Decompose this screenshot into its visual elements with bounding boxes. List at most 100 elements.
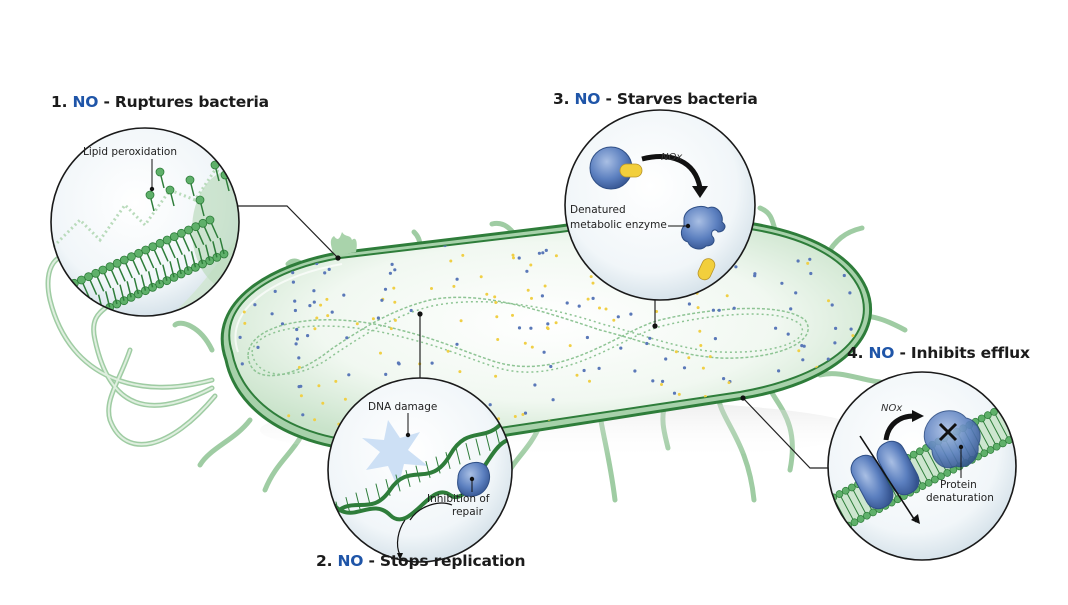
cytoplasm-particle [682,366,687,370]
cytoplasm-particle [496,338,500,341]
cytoplasm-particle [376,316,380,320]
cytoplasm-particle [554,321,558,325]
cytoplasm-particle [698,329,702,333]
lipid-head [195,195,205,205]
cytoplasm-particle [674,350,678,354]
cytoplasm-particle [317,384,321,388]
cytoplasm-particle [648,336,652,340]
cytoplasm-particle [780,281,784,285]
separator: - [605,90,612,108]
cytoplasm-particle [455,342,459,346]
cytoplasm-particle [661,379,665,383]
cytoplasm-particle [597,366,601,370]
cytoplasm-particle [458,370,462,374]
cytoplasm-particle [488,403,492,407]
mechanism-effect: Starves bacteria [616,90,758,108]
efflux-pump-icon [850,410,981,510]
cytoplasm-particle [722,377,726,381]
cytoplasm-particle [796,259,800,263]
cytoplasm-particle [461,253,465,257]
cytoplasm-particle [616,315,620,319]
cytoplasm-particle [390,262,394,266]
cytoplasm-particle [543,284,547,288]
cytoplasm-particle [513,415,517,418]
cytoplasm-particle [645,341,649,346]
cytoplasm-particle [651,379,655,383]
lipid-head [83,312,93,316]
separator: - [103,93,110,111]
lipid-head [838,524,847,533]
cytoplasm-particle [701,366,705,370]
cytoplasm-particle [848,291,852,295]
cytoplasm-particle [330,310,334,314]
cytoplasm-particle [355,322,359,326]
cytoplasm-particle [243,321,247,325]
cytoplasm-particle [529,263,533,267]
cytoplasm-particle [542,350,546,354]
cytoplasm-particle [713,337,718,341]
cytoplasm-particle [568,344,572,348]
cytoplasm-particle [537,251,542,255]
cytoplasm-particle [293,308,297,313]
cytoplasm-particle [827,299,830,303]
cytoplasm-particle [313,418,317,422]
lipid-head [155,167,165,177]
lipid-head [1017,429,1026,438]
cytoplasm-particle [459,319,463,323]
cytoplasm-particle [526,288,530,292]
cytoplasm-particle [287,414,291,418]
cytoplasm-particle [397,362,401,366]
nox-arrow-4 [883,413,915,441]
cytoplasm-particle [523,411,528,415]
label-protein: Protein [940,479,977,491]
cytoplasm-particle [294,342,298,346]
cytoplasm-particle [393,268,397,272]
cytoplasm-particle [833,341,837,345]
cytoplasm-particle [582,368,586,373]
cytoplasm-particle [525,269,529,273]
cytoplasm-particle [299,384,303,388]
cytoplasm-particle [449,259,453,263]
cytoplasm-particle [589,275,593,279]
cytoplasm-particle [293,299,297,303]
cytoplasm-particle [345,336,349,340]
rupture-splash [330,232,357,256]
label-denaturation: denaturation [926,492,994,504]
cytoplasm-particle [540,294,545,298]
cytoplasm-particle [824,398,829,403]
callout-lines [238,205,828,469]
cytoplasm-particle [604,307,608,311]
cytoplasm-particle [786,332,790,336]
cytoplasm-particle [430,361,434,365]
cytoplasm-particle [672,391,677,395]
cytoplasm-particle [655,310,659,313]
cytoplasm-particle [830,303,834,307]
cytoplasm-particle [849,327,853,331]
lipid-head [169,232,179,242]
cytoplasm-particle [485,292,489,296]
cytoplasm-particle [295,337,299,341]
cytoplasm-particle [633,369,637,373]
cytoplasm-particle [544,248,548,252]
cytoplasm-particle [591,296,595,300]
lipid-head [185,175,195,185]
cytoplasm-particle [826,357,830,361]
cytoplasm-particle [347,373,351,377]
cytoplasm-particle [551,398,555,402]
cytoplasm-particle [794,291,798,295]
cytoplasm-particle [392,286,396,290]
cytoplasm-particle [280,322,285,326]
lipid-head [119,255,129,265]
cytoplasm-particle [533,383,537,387]
cytoplasm-particle [289,252,293,256]
x-mark-icon [938,422,958,442]
cytoplasm-particle [629,312,633,316]
inset-circle-4: NOx Protein denaturation [827,371,1026,561]
cytoplasm-particle [827,238,831,242]
lipid-head [84,272,93,282]
cytoplasm-particle [802,344,806,348]
cytoplasm-particle [577,304,581,308]
heading-mechanism-1: 1. NO - Ruptures bacteria [51,93,269,111]
lipid-head [77,275,86,285]
cytoplasm-particle [379,351,382,355]
